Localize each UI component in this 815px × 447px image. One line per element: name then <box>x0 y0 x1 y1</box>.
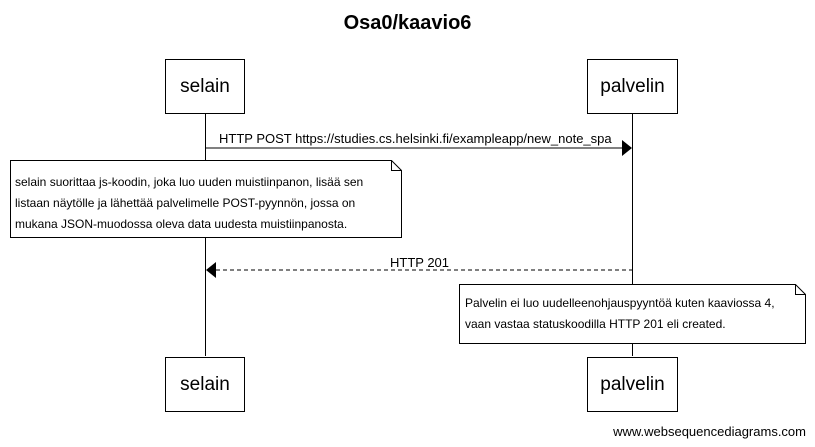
note-shape <box>459 284 806 344</box>
participant-label: palvelin <box>600 75 665 97</box>
footer-link[interactable]: www.websequencediagrams.com <box>613 424 806 439</box>
arrowhead-post <box>622 140 632 156</box>
participant-palvelin-top: palvelin <box>587 59 678 114</box>
diagram-title: Osa0/kaavio6 <box>343 12 472 34</box>
message-label-post: HTTP POST https://studies.cs.helsinki.fi… <box>219 131 612 146</box>
participant-label: palvelin <box>600 373 665 395</box>
participant-palvelin-bottom: palvelin <box>587 357 678 412</box>
note-text: Palvelin ei luo uudelleenohjauspyyntöä k… <box>465 296 775 331</box>
participant-label: selain <box>180 373 230 395</box>
note-palvelin: Palvelin ei luo uudelleenohjauspyyntöä k… <box>459 284 806 344</box>
participant-selain-top: selain <box>165 59 245 114</box>
note-text: selain suorittaa js-koodin, joka luo uud… <box>15 175 364 231</box>
lifeline-palvelin <box>632 114 633 356</box>
note-shape <box>10 160 402 238</box>
participant-label: selain <box>180 75 230 97</box>
note-selain: selain suorittaa js-koodin, joka luo uud… <box>10 160 402 238</box>
message-label-201: HTTP 201 <box>390 255 450 270</box>
participant-selain-bottom: selain <box>165 357 245 412</box>
arrowhead-201 <box>206 262 216 278</box>
